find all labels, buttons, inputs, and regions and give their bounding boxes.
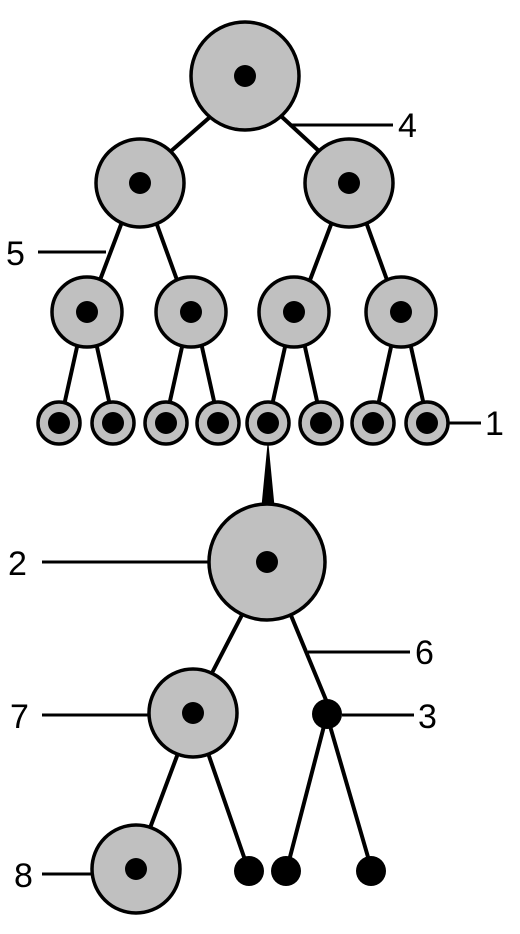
upper-tree-nodes: [36, 20, 450, 446]
label-2: 2: [8, 545, 27, 583]
label-8: 8: [14, 857, 33, 895]
node-level3-3: [257, 275, 331, 349]
edge-leaf-4: [200, 345, 216, 403]
edge-mid-to-small: [148, 754, 179, 830]
node-leaf-6: [298, 400, 344, 446]
edge-leaf-8: [409, 345, 425, 403]
label-5: 5: [6, 235, 25, 273]
edge-leaf-6: [303, 345, 319, 403]
label-3: 3: [418, 698, 437, 736]
edge-big-to-junction: [288, 611, 328, 702]
node-small: [90, 823, 182, 915]
label-7: 7: [10, 698, 29, 736]
edge-leaf-7: [377, 345, 393, 403]
node-leaf-1: [36, 400, 82, 446]
node-leaf-7: [350, 400, 396, 446]
end-dot-3: [356, 856, 386, 886]
edge-mid-to-dot: [207, 754, 246, 859]
edge-leaf-1: [63, 345, 79, 403]
node-leaf-8: [404, 400, 450, 446]
leader-lines: [38, 123, 481, 876]
edge-leaf-3: [168, 345, 184, 403]
edge-l-lr: [154, 220, 179, 282]
node-level3-1: [50, 275, 124, 349]
node-mid: [147, 667, 239, 759]
edge-root-right: [280, 115, 322, 154]
edge-big-to-mid: [211, 611, 245, 673]
edge-leaf-5: [271, 345, 287, 403]
node-magnified: [207, 502, 327, 622]
label-6: 6: [415, 634, 434, 672]
node-leaf-2: [90, 400, 136, 446]
junction-dot: [312, 699, 342, 729]
node-root: [189, 20, 301, 132]
edge-root-left: [168, 115, 212, 154]
edge-l-ll: [98, 220, 124, 282]
edge-r-rl: [308, 220, 334, 282]
label-4: 4: [398, 107, 417, 145]
edge-junction-to-dot-left: [288, 724, 326, 859]
node-level3-4: [364, 275, 438, 349]
node-leaf-4: [195, 400, 241, 446]
node-level2-left: [94, 137, 186, 229]
callout-labels: 4 5 1 2 6 7 3 8: [6, 107, 504, 895]
edge-junction-to-dot-right: [328, 724, 370, 859]
lower-tree-edges: [148, 611, 370, 859]
upper-tree-edges: [63, 115, 425, 403]
edge-r-rr: [364, 220, 389, 282]
node-leaf-3: [143, 400, 189, 446]
node-level3-2: [154, 275, 228, 349]
node-level2-right: [303, 137, 395, 229]
label-1: 1: [485, 405, 504, 443]
edge-leaf-2: [95, 345, 111, 403]
end-dot-1: [234, 856, 264, 886]
lower-tree-nodes: [90, 502, 386, 915]
zoom-connector-wedge: [261, 443, 275, 507]
end-dot-2: [271, 856, 301, 886]
node-leaf-5: [245, 400, 291, 446]
